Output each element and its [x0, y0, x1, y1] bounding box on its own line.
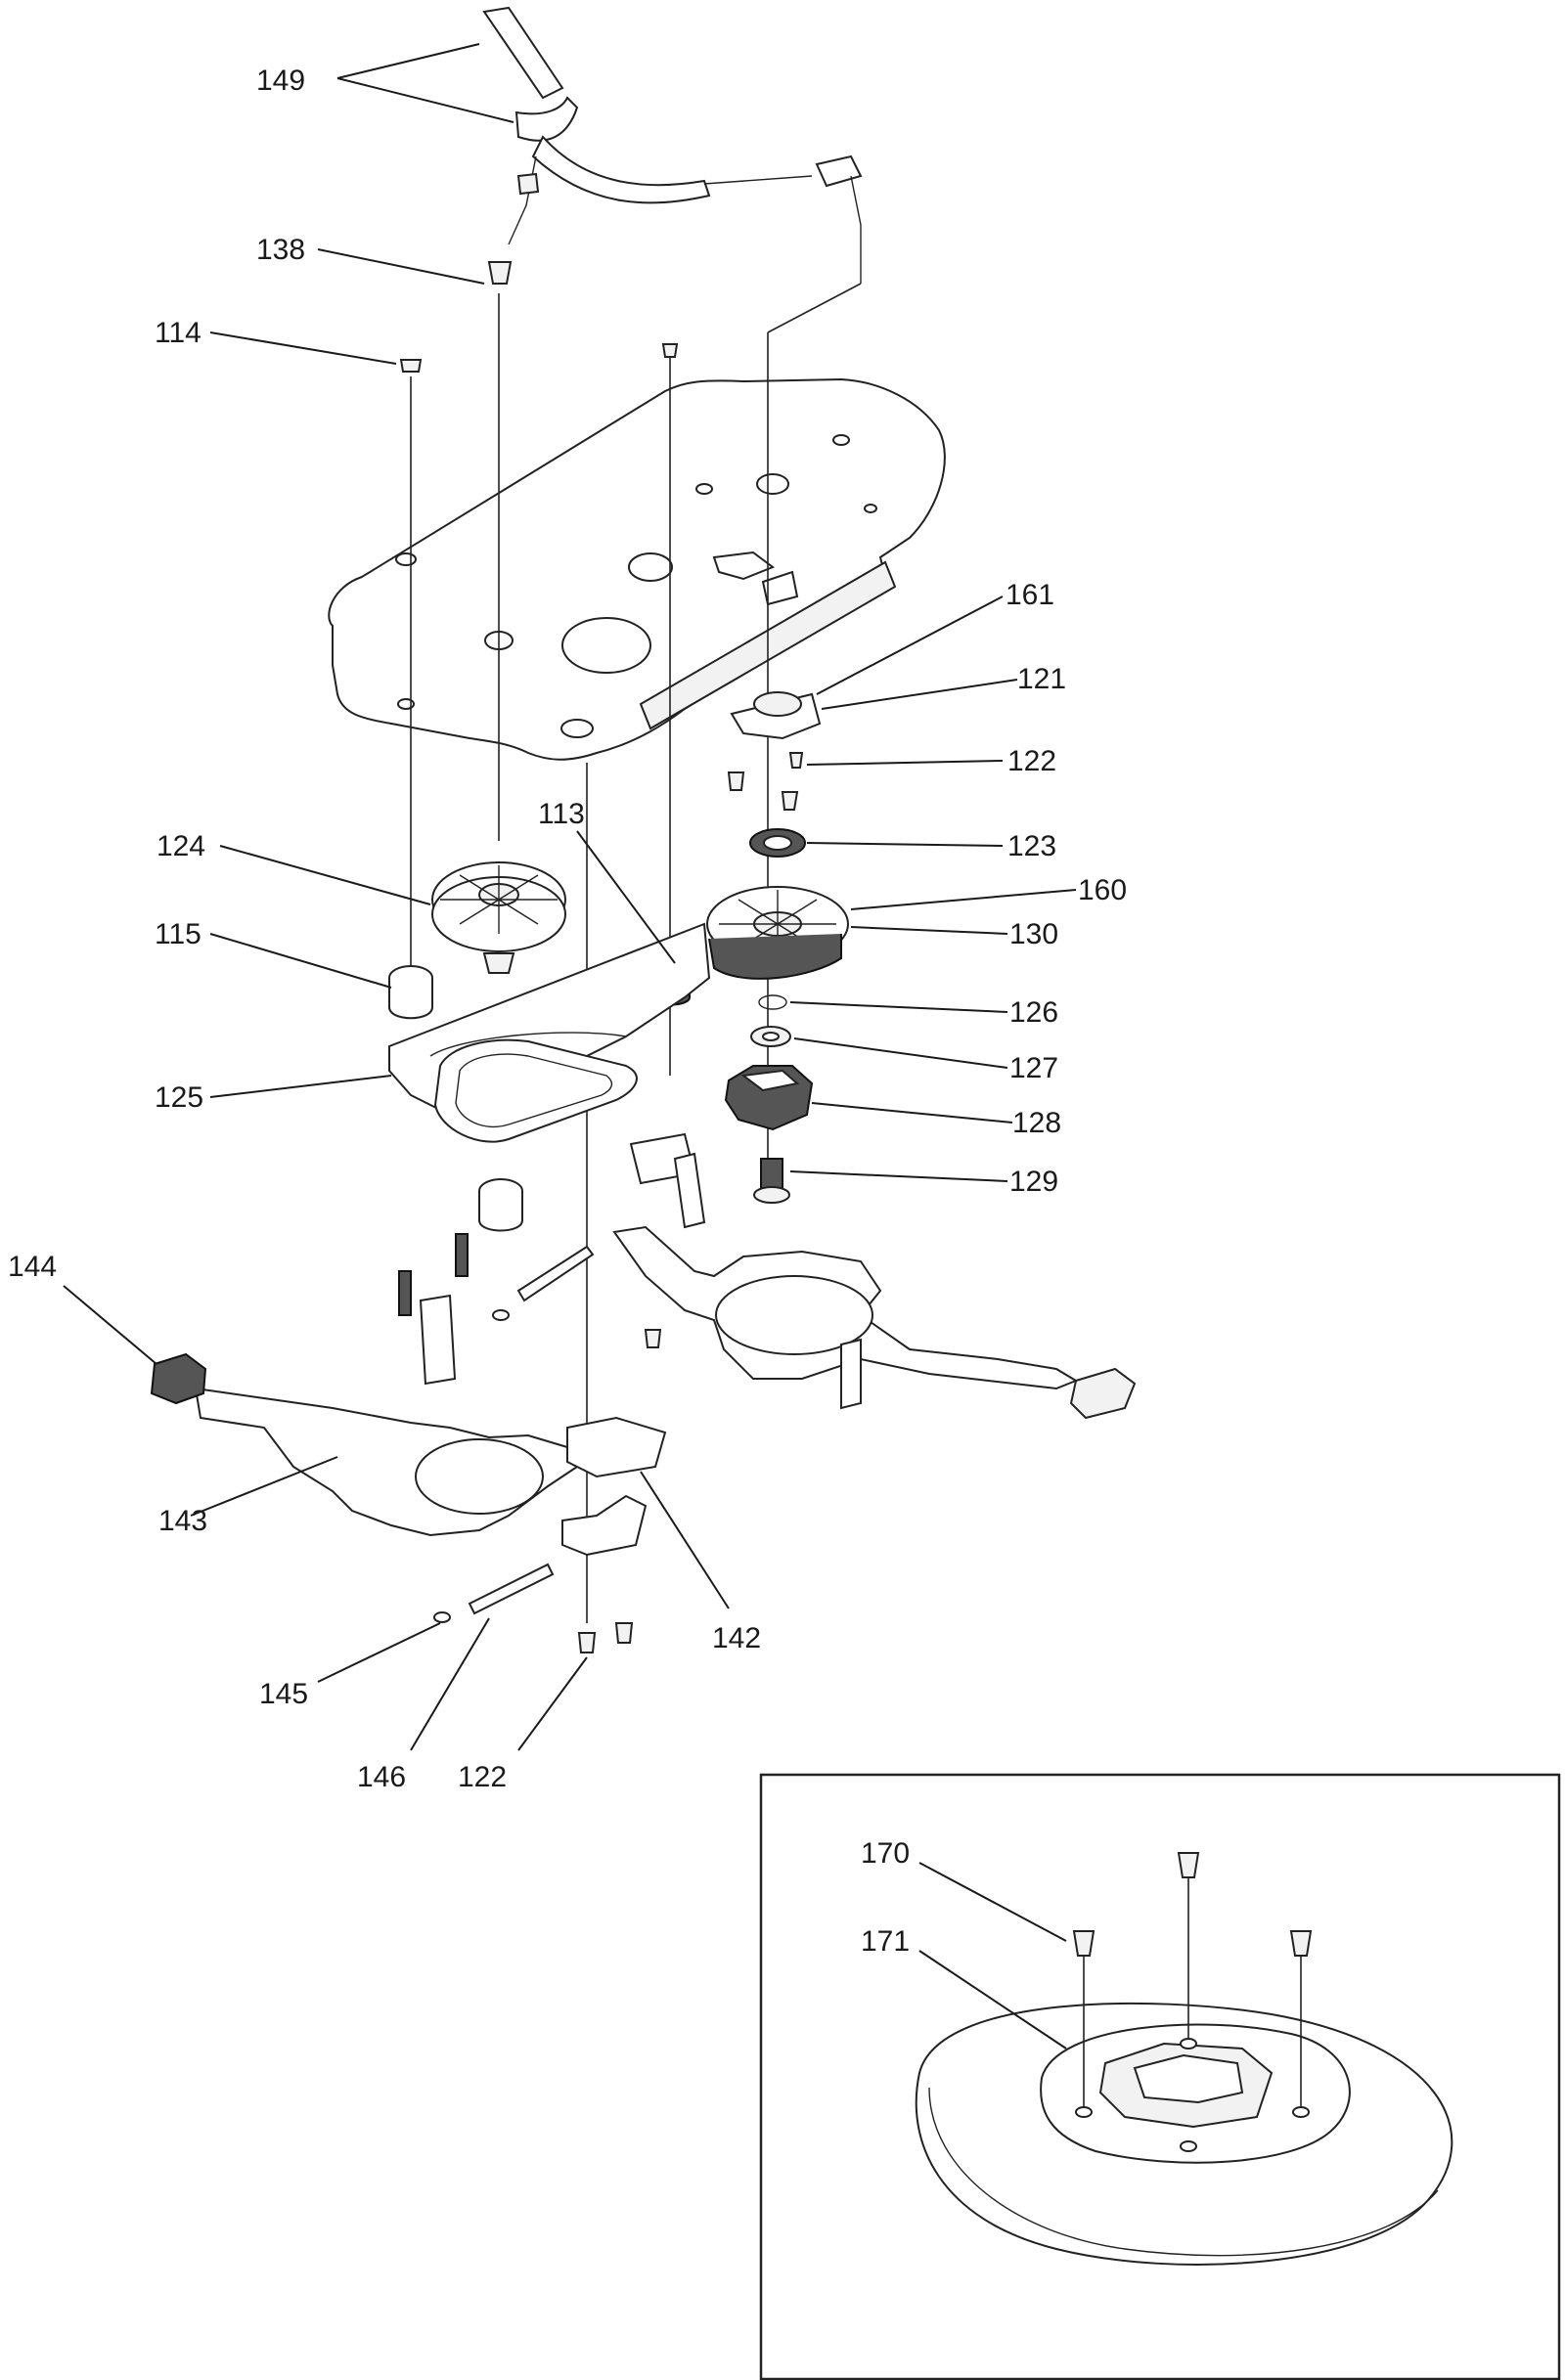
screws-bottom	[577, 1329, 662, 1653]
callout-labels: 149 138 114 161 121 122 113 124 123 160 …	[8, 65, 1127, 1958]
foot-pedal-part-144	[150, 1352, 207, 1405]
label-127: 127	[1009, 1052, 1058, 1084]
label-160: 160	[1078, 874, 1127, 906]
clip-part-145	[433, 1611, 451, 1623]
bearing-part-123	[749, 828, 806, 858]
label-142: 142	[712, 1622, 761, 1654]
springs	[398, 1233, 469, 1316]
label-128: 128	[1012, 1107, 1061, 1139]
leader-lines	[63, 43, 1077, 2049]
label-149: 149	[256, 65, 305, 97]
label-161: 161	[1006, 579, 1054, 611]
idler-part-115	[388, 965, 433, 1020]
pad-driver-part-171	[915, 2002, 1453, 2266]
pin-part-146	[468, 1563, 555, 1615]
spindle-part-129	[753, 1158, 790, 1204]
pivot-pin	[492, 1245, 595, 1321]
label-144: 144	[8, 1251, 57, 1283]
label-130: 130	[1009, 918, 1058, 950]
label-138: 138	[256, 234, 305, 266]
drive-hub-part-128	[724, 1065, 814, 1131]
idler-lower	[478, 1178, 523, 1232]
washer-part-126	[758, 994, 787, 1010]
label-145: 145	[259, 1678, 308, 1710]
label-171: 171	[861, 1925, 910, 1958]
chassis-top-plate	[328, 377, 946, 761]
label-126: 126	[1009, 996, 1058, 1029]
screws-part-170	[1072, 1852, 1313, 2107]
pedal-arm-right	[612, 1132, 1137, 1420]
bearing-bracket-part-121	[727, 691, 822, 811]
washer-part-127	[750, 1026, 791, 1047]
label-143: 143	[158, 1505, 207, 1537]
label-113: 113	[538, 798, 585, 830]
label-170: 170	[861, 1837, 910, 1870]
pulley-part-124	[431, 861, 566, 974]
label-124: 124	[156, 830, 205, 862]
label-121: 121	[1017, 663, 1066, 695]
bracket-part-142	[561, 1416, 667, 1557]
label-122-top: 122	[1007, 745, 1056, 777]
label-146: 146	[357, 1761, 406, 1793]
label-129: 129	[1009, 1166, 1058, 1198]
screws-top	[399, 261, 679, 373]
label-114: 114	[155, 317, 201, 349]
label-115: 115	[155, 918, 201, 950]
label-125: 125	[155, 1081, 203, 1114]
drive-belt-part-125	[433, 1038, 638, 1143]
handle-cable-part-149	[482, 6, 863, 284]
inset-frame	[759, 1773, 1561, 2380]
label-122-bottom: 122	[458, 1761, 507, 1793]
pedal-arm-part-143	[194, 1294, 579, 1537]
label-123: 123	[1007, 830, 1056, 862]
